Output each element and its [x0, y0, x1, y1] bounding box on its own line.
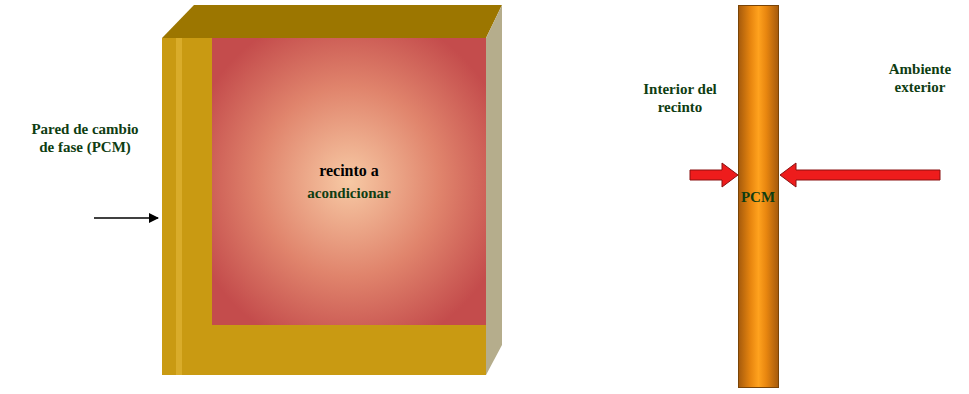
- box-side-face: [486, 5, 502, 375]
- room-box: recinto aacondicionar: [212, 38, 486, 325]
- node-text: recinto a: [319, 160, 379, 182]
- pcm-wall-edge: [176, 38, 182, 375]
- caption-label: Ambiente exterior: [875, 60, 965, 96]
- caption-label: Pared de cambio de fase (PCM): [30, 120, 140, 156]
- pcm-wall: [162, 38, 486, 375]
- node-text: PCM: [741, 186, 775, 208]
- caption-label: Interior del recinto: [630, 80, 730, 116]
- heat-arrow-inside: [690, 163, 738, 187]
- pointer-arrow: [94, 217, 158, 219]
- box-top-face: [162, 5, 502, 38]
- pcm-bar: PCM: [738, 5, 779, 388]
- room-interior: [212, 38, 486, 325]
- node-text: acondicionar: [307, 182, 390, 204]
- heat-arrow-outside: [780, 163, 940, 187]
